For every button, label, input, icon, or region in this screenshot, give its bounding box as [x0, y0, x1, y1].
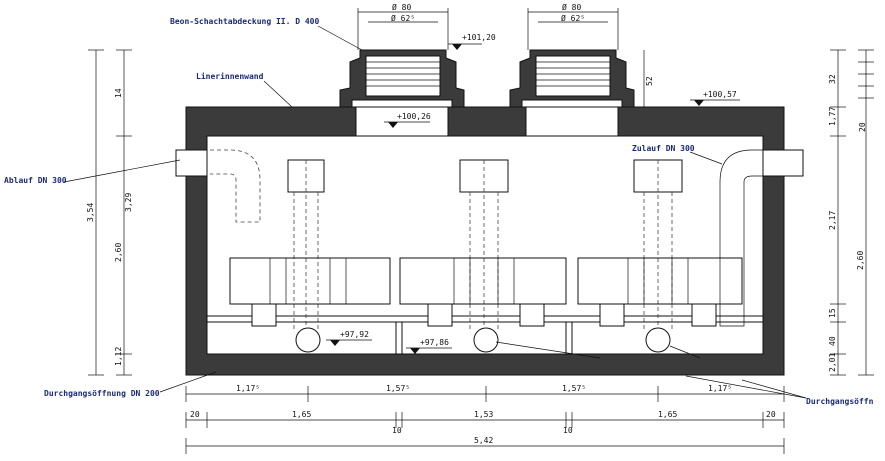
dim-left-inner: Ø 62⁵ [391, 13, 415, 23]
dim-b2-1: 1,65 [292, 410, 311, 419]
dim-b2-2: 10 [392, 426, 402, 435]
dim-b2-0: 20 [190, 410, 200, 419]
level-top-slab: +100,57 [703, 90, 737, 99]
label-outlet: Ablauf DN 300 [4, 176, 67, 185]
dim-left-0: 3,54 [86, 203, 95, 222]
inlet-pipe [719, 149, 804, 327]
right-dimensions: 32 1,77 20 2,17 40 15 2,01 2,60 [828, 49, 874, 376]
label-liner: Linerinnenwand [196, 71, 264, 81]
label-cover: Beon-Schachtabdeckung II. D 400 [170, 17, 319, 26]
outlet-pipe [175, 149, 261, 223]
filter-units [229, 159, 743, 353]
dim-left-3: 2,60 [114, 243, 123, 262]
dim-right-outer: Ø 80 [562, 2, 581, 12]
label-passage-right: Durchgangsöffn [806, 397, 874, 406]
dim-left-4: 1,12 [114, 347, 123, 366]
manhole-cover-right [509, 49, 635, 108]
floor-channel [207, 303, 763, 354]
dim-right-7: 2,60 [856, 251, 865, 270]
dim-total: 5,42 [474, 436, 493, 445]
dim-right-6: 2,01 [828, 353, 837, 372]
cover-diameter-dims: Ø 80 Ø 62⁵ Ø 80 Ø 62⁵ 52 [357, 2, 654, 107]
dim-b1-0: 1,17⁵ [236, 384, 260, 393]
level-floor-mid: +97,86 [420, 338, 449, 347]
level-markers: +101,20 +100,57 +100,26 +97,92 +97,86 [326, 33, 740, 354]
dim-b1-3: 1,17⁵ [708, 384, 732, 393]
dim-b2-5: 1,65 [658, 410, 677, 419]
dim-b1-2: 1,57⁵ [562, 384, 586, 393]
dim-left-outer: Ø 80 [392, 2, 411, 12]
left-dimensions: 3,54 14 3,29 2,60 1,12 [86, 49, 133, 376]
dim-b2-3: 1,53 [474, 410, 493, 419]
dim-b1-1: 1,57⁵ [386, 384, 410, 393]
level-shaft-bottom: +100,26 [397, 112, 431, 121]
dim-b2-4: 10 [563, 426, 573, 435]
dim-right-1: 1,77 [828, 107, 837, 126]
dim-left-1: 14 [114, 88, 123, 98]
annotations: Beon-Schachtabdeckung II. D 400 Linerinn… [4, 17, 874, 406]
level-floor-left: +97,92 [340, 330, 369, 339]
dim-b2-6: 20 [766, 410, 776, 419]
dim-right-3: 2,17 [828, 211, 837, 230]
level-top-cover: +101,20 [462, 33, 496, 42]
manhole-cover-left [339, 49, 465, 108]
dim-right-0: 32 [828, 74, 837, 84]
dim-right-2: 20 [858, 122, 867, 132]
dim-left-2: 3,29 [124, 193, 133, 212]
dim-cover-height: 52 [645, 76, 654, 86]
bottom-dimensions: 1,17⁵ 1,57⁵ 1,57⁵ 1,17⁵ 20 1,65 10 1,53 … [185, 384, 785, 454]
label-passage-left: Durchgangsöffnung DN 200 [44, 389, 160, 398]
label-inlet: Zulauf DN 300 [632, 144, 695, 153]
dim-right-5: 15 [828, 308, 837, 318]
dim-right-inner: Ø 62⁵ [561, 13, 585, 23]
dim-right-4: 40 [828, 336, 837, 346]
